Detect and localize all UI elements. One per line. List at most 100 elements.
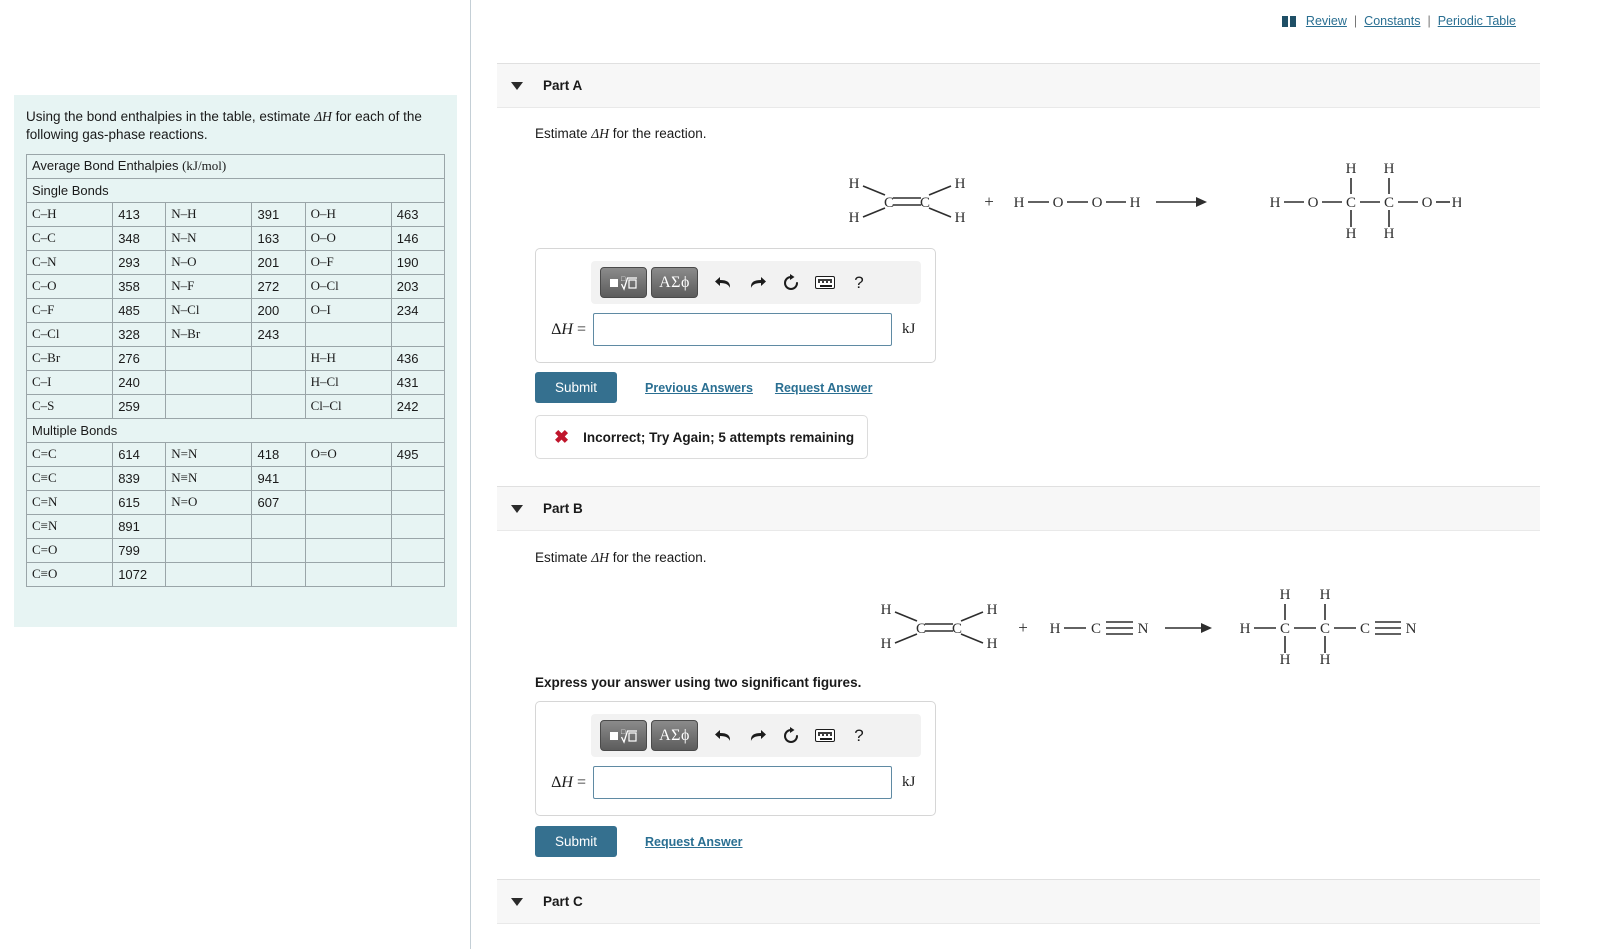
link-separator-1: | [1353, 14, 1358, 28]
svg-text:C: C [1360, 621, 1370, 637]
review-link[interactable]: Review [1305, 14, 1347, 28]
chevron-down-icon[interactable] [511, 81, 523, 90]
math-template-button[interactable]: □ [600, 267, 647, 298]
part-a-product-diagram: H O C C O H H H H H [1261, 150, 1461, 242]
bond-label [165, 393, 253, 419]
bond-label [165, 537, 253, 563]
part-a-answer-input[interactable] [593, 313, 892, 346]
svg-text:C: C [920, 195, 930, 211]
bond-label: H–Cl [304, 369, 392, 395]
svg-text:H: H [955, 176, 966, 192]
bond-label: O–Cl [304, 273, 392, 299]
bond-value: 242 [390, 393, 446, 419]
part-a-request-answer-link[interactable]: Request Answer [774, 380, 873, 395]
svg-text:H: H [1384, 226, 1395, 242]
undo-icon[interactable] [708, 721, 738, 751]
bond-label: N–Cl [165, 297, 253, 323]
bond-value: 293 [112, 249, 167, 275]
svg-text:C: C [916, 621, 926, 637]
bond-value: 272 [251, 273, 306, 299]
part-b-request-answer-link[interactable]: Request Answer [645, 834, 743, 849]
math-template-button[interactable]: □ [600, 720, 647, 751]
svg-text:H: H [1280, 652, 1291, 668]
bond-label: C=N [25, 489, 114, 515]
reset-icon[interactable] [776, 268, 806, 298]
help-icon[interactable]: ? [854, 725, 864, 745]
svg-text:H: H [987, 636, 998, 652]
svg-text:C: C [884, 195, 894, 211]
table-section-row: Single Bonds [26, 177, 445, 203]
bond-enthalpy-table: Average Bond Enthalpies (kJ/mol)Single B… [25, 153, 446, 587]
svg-text:O: O [1053, 195, 1064, 211]
svg-text:□: □ [621, 728, 626, 736]
bond-value: 391 [251, 201, 306, 227]
bond-value [251, 561, 306, 587]
prompt-text-pre: Using the bond enthalpies in the table, … [26, 109, 315, 124]
part-a-instruction-post: for the reaction. [608, 126, 707, 141]
greek-symbols-button[interactable]: ΑΣϕ [651, 267, 698, 298]
part-c-header[interactable]: Part C [497, 879, 1540, 924]
bond-value: 259 [112, 393, 167, 419]
help-icon[interactable]: ? [854, 272, 864, 292]
part-a-instruction-pre: Estimate [535, 126, 592, 141]
bond-value: 607 [251, 489, 306, 515]
chevron-down-icon[interactable] [511, 897, 523, 906]
chevron-down-icon[interactable] [511, 504, 523, 513]
part-a-dh-label: ΔH = [551, 320, 586, 338]
bond-value: 146 [390, 225, 446, 251]
bond-label: O=O [304, 441, 392, 467]
reset-icon[interactable] [776, 721, 806, 751]
part-b-delta-h: ΔH [591, 550, 609, 565]
prompt-text-post: for each of the following gas-phase reac… [26, 109, 422, 142]
x-mark-icon: ✖ [554, 427, 570, 447]
svg-text:O: O [1092, 195, 1103, 211]
svg-text:C: C [1091, 621, 1101, 637]
bond-label: O–I [304, 297, 392, 323]
part-a-submit-button[interactable]: Submit [535, 372, 618, 403]
svg-text:+: + [984, 192, 994, 211]
undo-icon[interactable] [708, 268, 738, 298]
svg-text:H: H [1014, 195, 1025, 211]
part-a-previous-answers-link[interactable]: Previous Answers [645, 380, 753, 395]
svg-text:C: C [1320, 621, 1330, 637]
part-b-toolbar: □ ΑΣϕ [591, 714, 921, 757]
bond-value [251, 537, 306, 563]
bond-label: O–O [304, 225, 392, 251]
part-a-header[interactable]: Part A [497, 63, 1540, 108]
keyboard-icon[interactable] [810, 268, 840, 298]
svg-text:H: H [1384, 161, 1395, 177]
periodic-table-link[interactable]: Periodic Table [1437, 14, 1516, 28]
svg-text:H: H [955, 210, 966, 226]
redo-icon[interactable] [742, 721, 772, 751]
keyboard-icon[interactable] [810, 721, 840, 751]
bond-label [165, 345, 253, 371]
redo-icon[interactable] [742, 268, 772, 298]
bond-label [304, 537, 392, 563]
bond-value: 201 [251, 249, 306, 275]
svg-text:H: H [881, 636, 892, 652]
svg-text:N: N [1406, 621, 1417, 637]
table-title: Average Bond Enthalpies (kJ/mol) [26, 153, 445, 179]
part-b-reaction-diagram: H H C C H H + H C N [853, 576, 1243, 668]
svg-text:H: H [1270, 195, 1281, 211]
bond-label: H–H [304, 345, 392, 371]
svg-text:C: C [1384, 195, 1394, 211]
part-b-instruction-pre: Estimate [535, 550, 592, 565]
part-b-answer-input[interactable] [593, 766, 892, 799]
greek-symbols-button[interactable]: ΑΣϕ [651, 720, 698, 751]
bond-label [165, 369, 253, 395]
bond-value: 799 [112, 537, 167, 563]
book-icon [1281, 15, 1296, 27]
bond-label: C–N [25, 249, 114, 275]
svg-text:H: H [849, 176, 860, 192]
part-b-submit-button[interactable]: Submit [535, 826, 618, 857]
part-b-header[interactable]: Part B [497, 486, 1540, 531]
constants-link[interactable]: Constants [1364, 14, 1421, 28]
bond-label: N–O [165, 249, 253, 275]
bond-label: C–S [25, 393, 114, 419]
